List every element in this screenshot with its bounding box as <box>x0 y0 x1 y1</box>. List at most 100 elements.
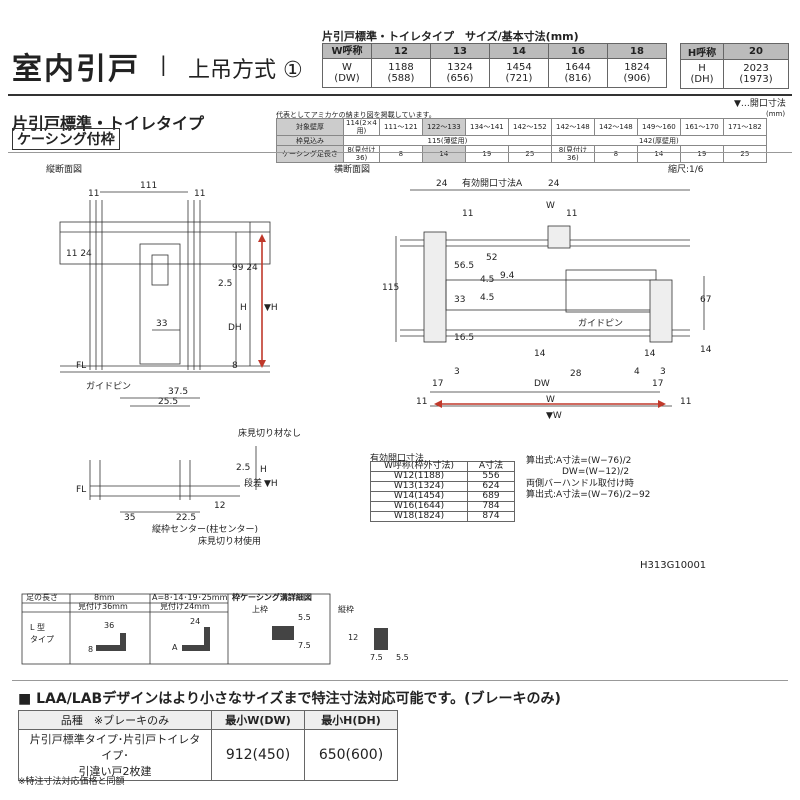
frame-type: ケーシング付枠 <box>12 128 120 150</box>
dim-text: FL <box>76 361 86 371</box>
dim-text: 14 <box>534 349 546 359</box>
cfg-cell: 8 <box>378 145 423 163</box>
cfg-cell: 14 <box>636 145 681 163</box>
dim-text: 28 <box>570 369 582 379</box>
opening-cell: 624 <box>467 481 515 492</box>
dim-text: 22.5 <box>176 513 196 523</box>
dim-text: DW <box>534 379 550 389</box>
casing-text: 24 <box>190 617 200 626</box>
dim-text: 2.5 <box>218 279 232 289</box>
casing-text: 7.5 <box>298 641 311 650</box>
door-leaf <box>445 279 657 311</box>
w-val: 1454(721) <box>489 58 549 88</box>
casing-text: A=8･14･19･25mm <box>152 593 228 602</box>
casing-text: タイプ <box>30 635 54 644</box>
table-row: W12(1188)556 <box>370 471 515 482</box>
opening-legend: ▼…開口寸法 <box>734 99 786 109</box>
cfg-row-label: 対象壁厚 <box>276 118 344 136</box>
top-rail <box>59 221 271 265</box>
casing-text: 36 <box>104 621 114 630</box>
casing-L24-icon <box>182 627 210 651</box>
opening-cell: W12(1188) <box>370 471 468 482</box>
horizontal-section-label: 横断面図 <box>334 165 371 175</box>
casing-L36-icon <box>96 633 126 651</box>
dim-text: 11 <box>416 397 427 407</box>
page-subtitle: 上吊方式 ① <box>188 58 303 83</box>
dim-text: 14 <box>700 345 712 355</box>
dim-text: 4 <box>634 367 640 377</box>
section-divider <box>8 152 792 153</box>
door-leaf-inner <box>565 269 657 313</box>
opening-cell: W14(1454) <box>370 491 468 502</box>
dim-text: 8 <box>232 361 238 371</box>
dim-text: 35 <box>124 513 135 523</box>
table-row: W14(1454)689 <box>370 491 515 502</box>
table-row: W16(1644)784 <box>370 501 515 512</box>
casing-text: 枠ケーシング溝詳細図 <box>231 592 312 602</box>
dim-text: 24 <box>548 179 560 189</box>
spec-header: 品種 ※ブレーキのみ <box>18 710 212 730</box>
door-panel <box>139 243 181 365</box>
h-col: 20 <box>723 43 789 60</box>
dim-text: H <box>240 303 247 313</box>
dim-text: 16.5 <box>454 333 474 343</box>
formula-note: 両側バーハンドル取付け時 <box>526 479 634 489</box>
dim-text: 25.5 <box>158 397 178 407</box>
footnote: ※特注寸法対応価格と同額 <box>18 777 125 787</box>
dim-text: 3 <box>660 367 666 377</box>
dim-text: 52 <box>486 253 497 263</box>
dim-text: 3 <box>454 367 460 377</box>
dim-text: 56.5 <box>454 261 474 271</box>
w-val: 1324(656) <box>430 58 490 88</box>
w-val: 1188(588) <box>371 58 431 88</box>
w-val: 1644(816) <box>548 58 608 88</box>
dim-text: ▼H <box>264 303 278 313</box>
w-label: W(DW) <box>322 58 372 88</box>
size-table-title: 片引戸標準・トイレタイプ サイズ/基本寸法(mm) <box>322 30 579 43</box>
dim-text: ガイドピン <box>86 381 131 392</box>
casing-text: 8 <box>88 645 93 654</box>
opening-header: W呼称(枠外寸法) <box>370 461 468 472</box>
dim-text: 17 <box>652 379 663 389</box>
dim-text: 115 <box>382 283 399 293</box>
bottom-divider <box>12 680 788 681</box>
opening-cell: 784 <box>467 501 515 512</box>
page-title: 室内引戸 <box>12 52 140 87</box>
spec-header: 最小H(DH) <box>304 710 398 730</box>
h-size-table: H呼称 20 H(DH) 2023(1973) <box>680 43 789 89</box>
opening-cell: 556 <box>467 471 515 482</box>
spec-cell: 片引戸標準タイプ･片引戸トイレタイプ･引違い戸2枚建 <box>18 729 212 781</box>
dim-text: 9.4 <box>500 271 515 281</box>
dim-text: 4.5 <box>480 275 494 285</box>
opening-title: 有効開口寸法 <box>370 454 425 464</box>
cfg-cell: 8(見付け36) <box>550 145 595 163</box>
casing-text: 7.5 <box>370 653 383 662</box>
config-unit: (mm) <box>766 110 786 118</box>
casing-text: 5.5 <box>298 613 311 622</box>
spec-table: 品種 ※ブレーキのみ 最小W(DW) 最小H(DH) 片引戸標準タイプ･片引戸ト… <box>18 710 398 781</box>
scale-label: 縮尺:1/6 <box>668 165 704 175</box>
dim-text: 床見切り材使用 <box>198 535 261 547</box>
center-post <box>547 225 571 249</box>
dim-text: 24 <box>436 179 448 189</box>
spec-cell: 650(600) <box>304 729 398 781</box>
dim-text: 段差 <box>244 477 262 489</box>
casing-text: A <box>172 643 178 652</box>
dim-text: ▼W <box>546 411 562 421</box>
groove-side-icon <box>374 628 388 650</box>
dim-text: 2.5 <box>236 463 250 473</box>
dim-text: 99 24 <box>232 263 258 273</box>
drawing-code: H313G10001 <box>640 560 707 571</box>
h-val: 2023(1973) <box>723 59 789 89</box>
w-col: 18 <box>607 43 667 59</box>
dim-text: 有効開口寸法A <box>462 177 523 189</box>
dim-text: 33 <box>454 295 465 305</box>
casing-text: 上枠 <box>252 604 268 614</box>
cfg-cell: 25 <box>722 145 767 163</box>
dim-text: 12 <box>214 501 225 511</box>
opening-cell: W18(1824) <box>370 511 468 522</box>
casing-text: 8mm <box>94 593 115 602</box>
arrow-head <box>658 400 666 408</box>
dim-text: ▼H <box>264 479 278 489</box>
